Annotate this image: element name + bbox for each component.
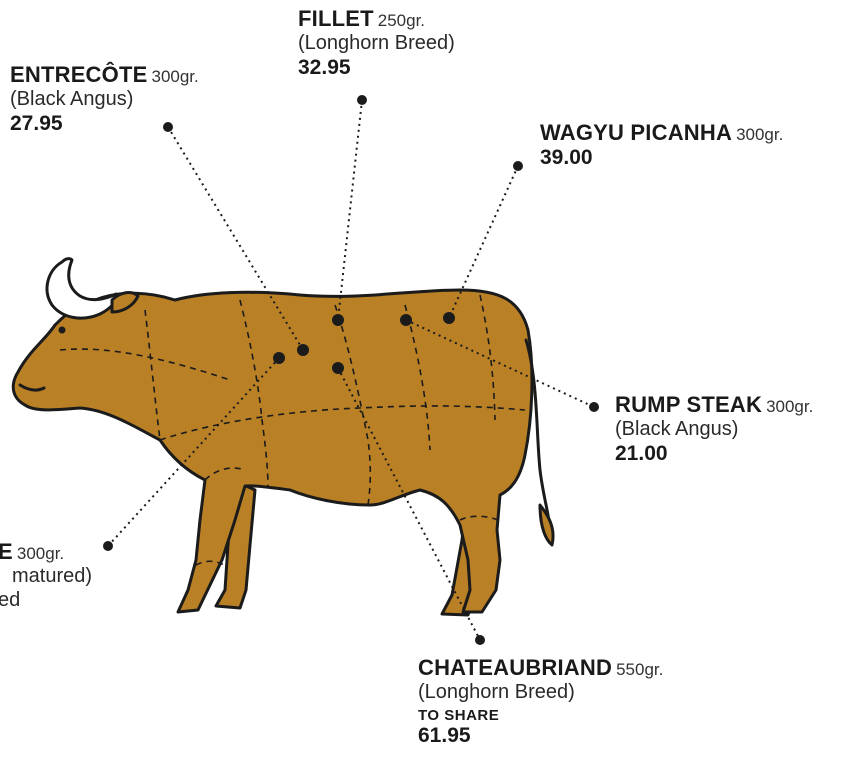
cut-weight: 250gr. bbox=[378, 11, 425, 30]
cut-price: 32.95 bbox=[298, 56, 455, 81]
dot-chateaubriand-cut bbox=[332, 362, 344, 374]
cut-breed: (Black Angus) bbox=[615, 418, 813, 442]
cut-name: RUMP STEAK bbox=[615, 392, 762, 417]
cow-horn bbox=[47, 259, 116, 318]
dot-fillet-label bbox=[357, 95, 367, 105]
dot-rump-cut bbox=[400, 314, 412, 326]
cut-name: WAGYU PICANHA bbox=[540, 120, 732, 145]
dot-chateaubriand-label bbox=[475, 635, 485, 645]
cut-name: CHATEAUBRIAND bbox=[418, 655, 612, 680]
cut-breed: matured) bbox=[12, 565, 92, 589]
cut-weight: 300gr. bbox=[736, 125, 783, 144]
cut-weight: 300gr. bbox=[151, 67, 198, 86]
cow-eye bbox=[60, 328, 64, 332]
dot-fillet-cut bbox=[332, 314, 344, 326]
dot-rump-label bbox=[589, 402, 599, 412]
cut-price: 21.00 bbox=[615, 442, 813, 467]
cut-weight: 300gr. bbox=[766, 397, 813, 416]
cut-name: FILLET bbox=[298, 6, 374, 31]
cut-breed: (Longhorn Breed) bbox=[418, 681, 663, 705]
cut-price: 27.95 bbox=[10, 112, 199, 137]
cut-breed: (Longhorn Breed) bbox=[298, 32, 455, 56]
cut-name: ENTRECÔTE bbox=[10, 62, 147, 87]
cut-breed-extra: ed bbox=[0, 589, 92, 613]
cut-price: 61.95 bbox=[418, 724, 663, 749]
leader-line-fillet bbox=[338, 100, 362, 320]
cut-price: 39.00 bbox=[540, 146, 783, 171]
cut-weight: 550gr. bbox=[616, 660, 663, 679]
cut-name: E bbox=[0, 539, 13, 564]
cut-breed: (Black Angus) bbox=[10, 88, 199, 112]
dot-entrecote-cut bbox=[297, 344, 309, 356]
dot-wagyu-label bbox=[513, 161, 523, 171]
cut-note: TO SHARE bbox=[418, 707, 663, 725]
dot-partial-cut bbox=[273, 352, 285, 364]
cow-illustration bbox=[13, 259, 553, 615]
dot-partial-label bbox=[103, 541, 113, 551]
cut-weight: 300gr. bbox=[17, 544, 64, 563]
dot-wagyu-cut bbox=[443, 312, 455, 324]
